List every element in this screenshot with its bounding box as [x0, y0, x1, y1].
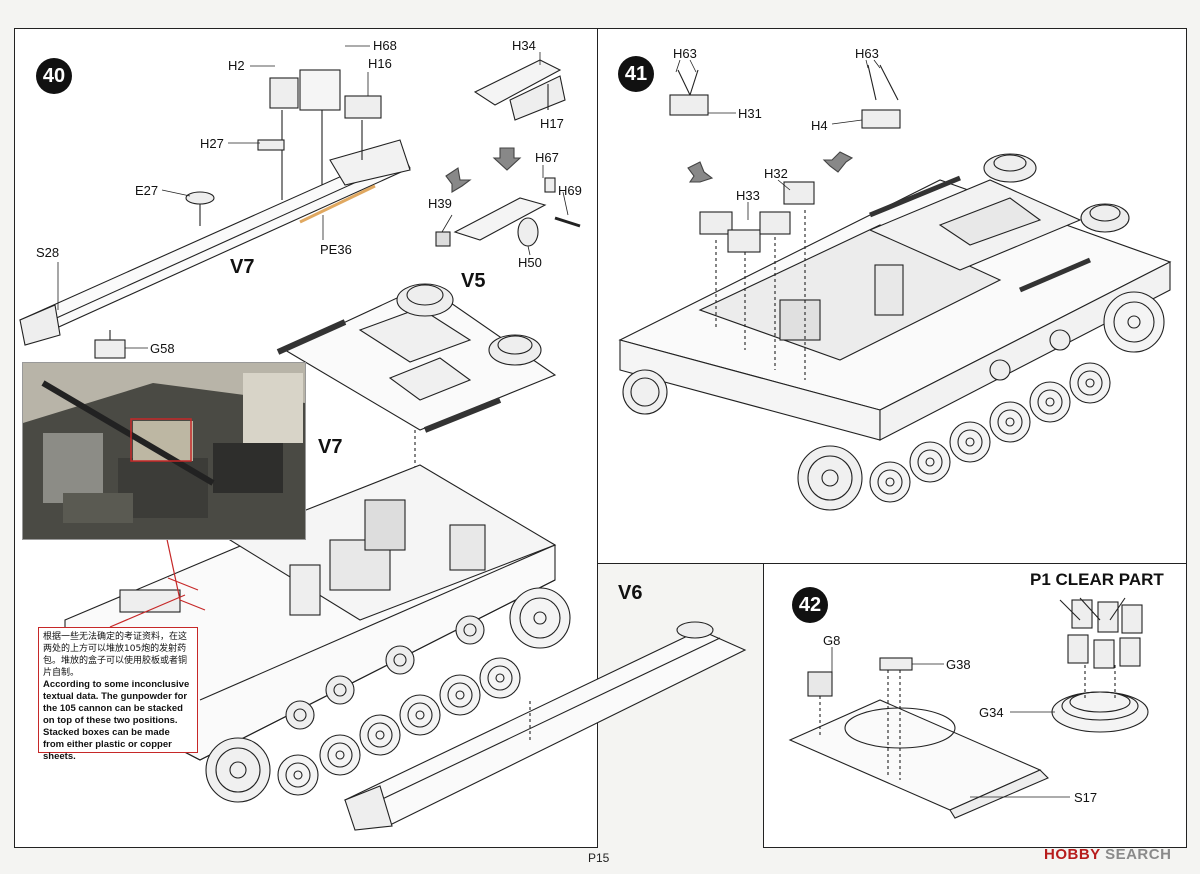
note-chinese: 根据一些无法确定的考证资料，在这两处的上方可以堆放105炮的发射药包。堆放的盒子… [43, 632, 188, 678]
step-number-41: 41 [618, 56, 654, 92]
label-s28: S28 [36, 245, 60, 260]
view-label-v6: V6 [618, 582, 643, 604]
step-number-40: 40 [36, 58, 72, 94]
label-h39: H39 [428, 196, 452, 211]
step-number-42: 42 [792, 587, 828, 623]
label-h27: H27 [200, 136, 224, 151]
label-h4: H4 [811, 118, 828, 133]
page-number: P15 [588, 851, 610, 865]
floor-plate-step42 [788, 597, 1149, 819]
watermark-brand: HOBBY [1044, 846, 1101, 863]
label-h50: H50 [518, 255, 542, 270]
label-g34: G34 [979, 705, 1004, 720]
label-g8: G8 [823, 633, 841, 648]
label-h34: H34 [512, 38, 536, 53]
part-h34-assembly [473, 59, 566, 121]
watermark-rest: SEARCH [1100, 846, 1172, 863]
label-e27: E27 [135, 183, 159, 198]
view-label-v7-top: V7 [230, 256, 255, 278]
part-h39-assembly [435, 177, 581, 247]
label-h2: H2 [228, 58, 245, 73]
reference-photo [22, 362, 306, 540]
label-h69: H69 [558, 183, 582, 198]
label-pe36: PE36 [320, 242, 352, 257]
label-h31: H31 [738, 106, 762, 121]
fender-strip-v7-top [19, 69, 411, 359]
label-g38: G38 [946, 657, 971, 672]
label-g58: G58 [150, 341, 175, 356]
fender-strip-v6 [343, 621, 747, 831]
label-h33: H33 [736, 188, 760, 203]
road-wheels-40 [205, 587, 571, 803]
clear-part-heading: P1 CLEAR PART [1030, 570, 1164, 589]
watermark: HOBBY SEARCH [1044, 846, 1171, 863]
label-h68: H68 [373, 38, 397, 53]
hull-v5-top [276, 283, 557, 470]
translation-note: 根据一些无法确定的考证资料，在这两处的上方可以堆放105炮的发射药包。堆放的盒子… [38, 627, 198, 762]
note-english: According to some inconclusive textual d… [43, 679, 190, 762]
view-label-v7-mid: V7 [318, 436, 343, 458]
road-wheels-41 [622, 291, 1165, 511]
view-label-v5: V5 [461, 270, 486, 292]
hull-step41 [618, 64, 1172, 441]
label-h16: H16 [368, 56, 392, 71]
label-h32: H32 [764, 166, 788, 181]
label-h17: H17 [540, 116, 564, 131]
label-h63-right: H63 [855, 46, 879, 61]
label-s17: S17 [1074, 790, 1098, 805]
label-h63-left: H63 [673, 46, 697, 61]
label-h67: H67 [535, 150, 559, 165]
